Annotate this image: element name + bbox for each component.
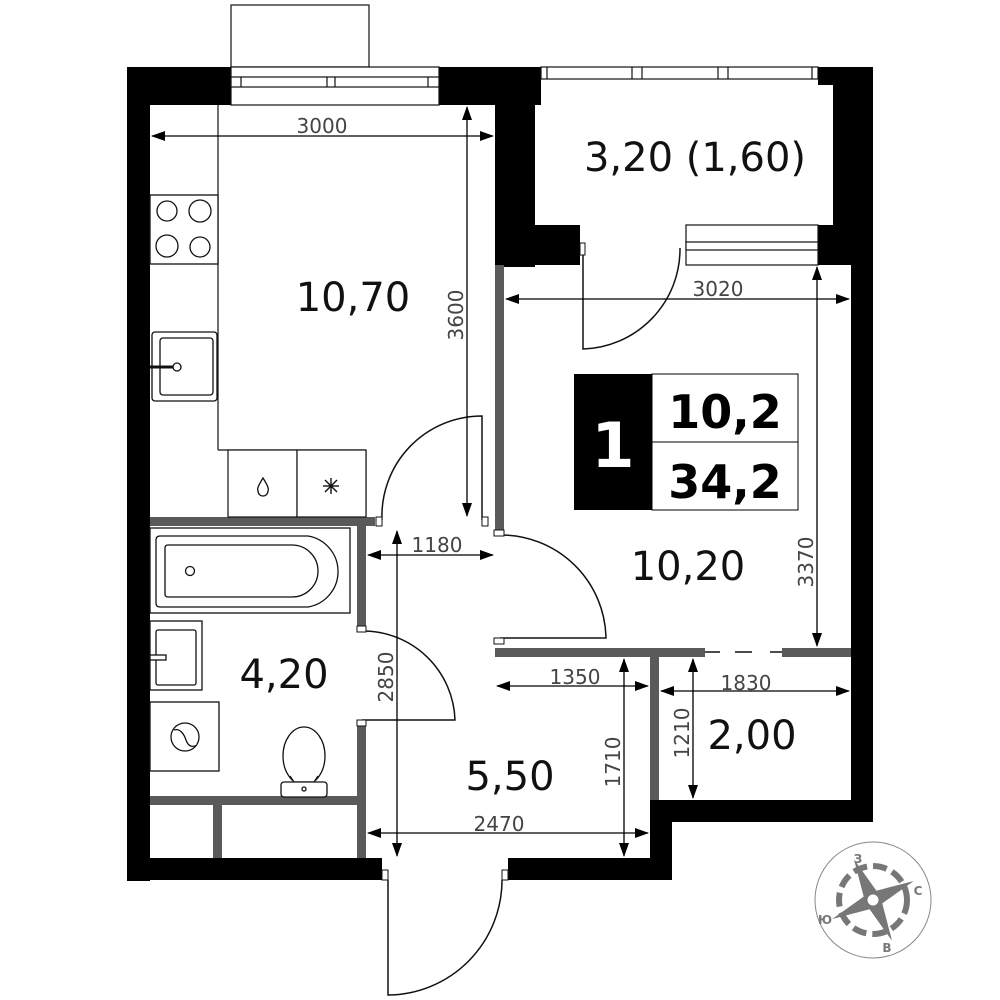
inner-walls: [150, 265, 851, 858]
dim-kitchen-length: 3600: [444, 290, 468, 341]
dimension-lines: [151, 106, 850, 857]
room-area-bathroom: 4,20: [239, 652, 328, 698]
doors: [356, 242, 782, 996]
room-area-hallway: 5,50: [465, 754, 554, 800]
compass-east: В: [882, 941, 891, 955]
room-labels: 10,70 3,20 (1,60) 10,20 4,20 5,50 2,00: [239, 135, 806, 800]
compass-north: С: [914, 884, 923, 898]
compass-south: Ю: [818, 913, 832, 927]
living-window: [685, 224, 819, 266]
dim-living-length: 3370: [794, 537, 818, 588]
kitchen-window: [230, 4, 440, 106]
dim-storage-height: 1210: [670, 708, 694, 759]
summary-badge: 1 10,2 34,2: [574, 373, 799, 511]
rooms-count: 1: [591, 409, 634, 482]
snowflake-icon: [323, 478, 339, 494]
kitchen-sink-icon: [150, 331, 218, 402]
room-area-living: 10,20: [631, 544, 746, 590]
compass-west: З: [854, 852, 863, 866]
stove-icon: [149, 194, 219, 265]
dim-storage-width: 1830: [721, 671, 772, 695]
bathroom-sink-icon: [149, 620, 203, 691]
dim-living-width: 3020: [693, 277, 744, 301]
total-area: 34,2: [668, 455, 782, 509]
outer-walls: [127, 67, 873, 881]
washing-machine-icon: [149, 701, 220, 772]
room-area-loggia: 3,20 (1,60): [584, 135, 806, 181]
compass-icon: З С Ю В: [814, 841, 932, 959]
loggia-window: [540, 66, 819, 80]
dimension-labels: 3000 3600 3020 3370 1180 2850 1350 1710 …: [297, 114, 818, 836]
dim-hall-upper-width: 1350: [550, 665, 601, 689]
living-area: 10,2: [668, 385, 782, 439]
dim-hall-height: 1710: [601, 737, 625, 788]
room-area-kitchen: 10,70: [296, 275, 411, 321]
dim-bathroom-length: 2850: [374, 652, 398, 703]
bathtub-icon: [149, 527, 351, 614]
dim-hall-lower-width: 2470: [474, 812, 525, 836]
dim-kitchen-width: 3000: [297, 114, 348, 138]
appliances: [227, 449, 367, 518]
room-area-storage: 2,00: [707, 713, 796, 759]
toilet-icon: [280, 726, 328, 798]
dim-corridor-width: 1180: [412, 533, 463, 557]
water-drop-icon: [257, 476, 269, 497]
